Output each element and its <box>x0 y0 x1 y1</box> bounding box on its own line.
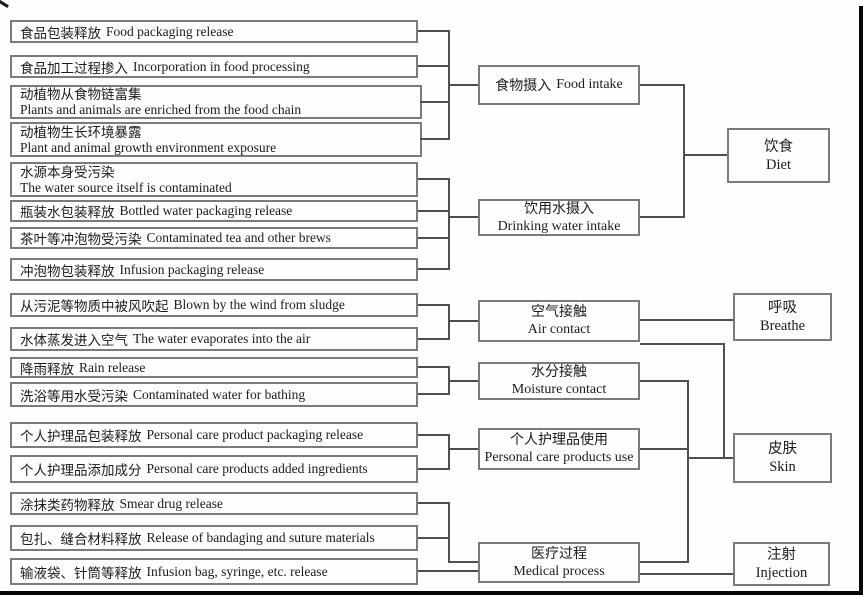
connector-line <box>640 561 687 563</box>
connector-line <box>420 101 448 103</box>
connector-line <box>418 338 448 340</box>
connector-line <box>683 154 727 156</box>
connector-line <box>448 561 478 563</box>
connector-line <box>448 448 478 450</box>
connector-line <box>448 502 450 563</box>
connector-line <box>683 84 685 218</box>
connector-line <box>640 84 683 86</box>
connector-line <box>418 237 448 239</box>
connector-line <box>448 434 450 470</box>
connector-line <box>418 393 448 395</box>
connector-line <box>448 304 450 340</box>
connector-line <box>640 216 683 218</box>
connector-line <box>420 138 448 140</box>
scan-artifact-mark <box>0 0 9 8</box>
bottom-frame-line <box>0 591 863 595</box>
connector-line <box>418 210 448 212</box>
connector-line <box>418 366 448 368</box>
connector-line <box>640 319 733 321</box>
connector-line <box>448 178 450 270</box>
connector-line <box>687 380 689 563</box>
connector-line <box>723 343 725 459</box>
connector-line <box>418 537 448 539</box>
connector-line <box>418 30 448 32</box>
connector-line <box>418 178 448 180</box>
connector-line <box>640 380 687 382</box>
right-frame-line <box>859 6 863 595</box>
connector-line <box>418 434 448 436</box>
connector-line <box>448 216 478 218</box>
connector-line <box>640 448 687 450</box>
connector-line <box>640 573 733 575</box>
connector-line <box>418 468 448 470</box>
connector-line <box>448 380 478 382</box>
connector-line <box>418 570 478 572</box>
connector-line <box>448 84 478 86</box>
connector-line <box>687 457 733 459</box>
connector-line <box>418 268 448 270</box>
connector-line <box>418 502 448 504</box>
connector-line <box>448 320 478 322</box>
connector-line <box>418 65 448 67</box>
connector-line <box>640 343 723 345</box>
connector-line <box>418 304 448 306</box>
